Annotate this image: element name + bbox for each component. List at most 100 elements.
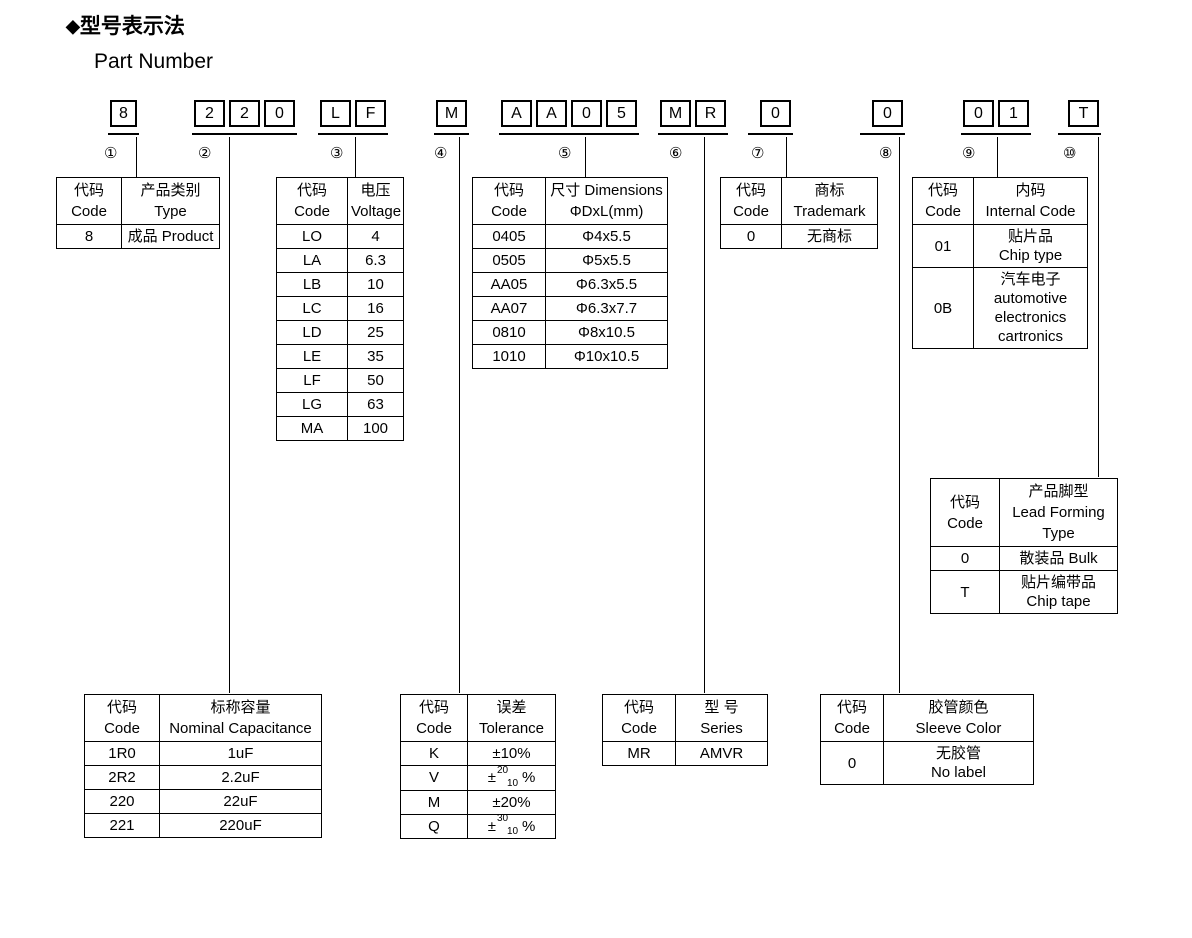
connector-line-10: [1098, 137, 1099, 477]
pn-char-5-3: 0: [571, 100, 602, 127]
header-value-cn: 标称容量: [210, 699, 271, 716]
table-row: 0 无商标: [720, 224, 878, 249]
cell-value: Φ4x5.5: [545, 224, 668, 249]
cell-code: LO: [276, 224, 348, 249]
table-row: 0 散装品 Bulk: [930, 546, 1118, 571]
group-underline-9: [961, 133, 1031, 135]
table-sleeve-color: 代码 Code 胶管颜色 Sleeve Color 0 无胶管 No label: [820, 694, 1034, 785]
cell-value: 汽车电子 automotive electronics cartronics: [973, 267, 1088, 349]
pn-char-5-2: A: [536, 100, 567, 127]
header-value-en: Tolerance: [478, 720, 545, 737]
header-value-cn: 胶管颜色: [928, 699, 989, 716]
header-code: 代码 Code: [720, 177, 782, 225]
cell-code: MA: [276, 416, 348, 441]
table-header-row: 代码 Code 商标 Trademark: [720, 177, 878, 225]
table-row: 0B 汽车电子 automotive electronics cartronic…: [912, 267, 1088, 349]
cell-value: ±20%: [467, 789, 556, 815]
table-row: K ±10%: [400, 741, 556, 766]
header-code-en: Code: [104, 720, 140, 737]
header-value-cn: 产品类别: [140, 182, 201, 199]
header-code: 代码 Code: [276, 177, 348, 225]
pn-char-8-1: 0: [872, 100, 903, 127]
header-value-en: Series: [700, 720, 743, 737]
cell-value: 50: [347, 368, 404, 393]
cell-code: LD: [276, 320, 348, 345]
cell-code: 2R2: [84, 765, 160, 790]
cell-code: 220: [84, 789, 160, 814]
cell-code: 0: [720, 224, 782, 249]
cell-value: 63: [347, 392, 404, 417]
pn-char-1-1: 8: [110, 100, 137, 127]
tolerance-sign: ±: [487, 769, 496, 786]
table-header-row: 代码 Code 尺寸 Dimensions ΦDxL(mm): [472, 177, 668, 225]
connector-line-3: [355, 137, 356, 177]
cell-value: 无胶管 No label: [883, 741, 1034, 785]
cell-code: 0810: [472, 320, 546, 345]
table-row: M ±20%: [400, 789, 556, 815]
cell-value-line-2: No label: [930, 764, 987, 781]
connector-line-1: [136, 137, 137, 177]
cell-value: Φ6.3x7.7: [545, 296, 668, 321]
header-code-en: Code: [491, 203, 527, 220]
cell-code: T: [930, 570, 1000, 614]
segment-marker-1: ①: [104, 145, 118, 162]
header-value-cn: 尺寸 Dimensions: [550, 182, 663, 199]
pn-char-4-1: M: [436, 100, 467, 127]
tolerance-unit: %: [521, 769, 536, 786]
cell-value-line-2: Chip type: [998, 247, 1063, 264]
header-value: 尺寸 Dimensions ΦDxL(mm): [545, 177, 668, 225]
cell-value-line-1: 汽车电子: [1000, 271, 1061, 288]
header-code-cn: 代码: [836, 699, 867, 716]
segment-marker-5: ⑤: [558, 145, 572, 162]
pn-char-5-4: 5: [606, 100, 637, 127]
group-underline-1: [108, 133, 139, 135]
segment-marker-2: ②: [198, 145, 212, 162]
header-value: 产品类别 Type: [121, 177, 220, 225]
segment-marker-6: ⑥: [669, 145, 683, 162]
header-code: 代码 Code: [56, 177, 122, 225]
page-title-en: Part Number: [94, 50, 214, 73]
header-value-en: Nominal Capacitance: [169, 720, 312, 737]
pn-char-9-2: 1: [998, 100, 1029, 127]
cell-code: 01: [912, 224, 974, 268]
table-row: 01 贴片品 Chip type: [912, 224, 1088, 268]
header-value: 内码 Internal Code: [973, 177, 1088, 225]
table-header-row: 代码 Code 内码 Internal Code: [912, 177, 1088, 225]
header-value-en: Lead Forming: [1012, 504, 1105, 521]
cell-code: K: [400, 741, 468, 766]
cell-code: AA05: [472, 272, 546, 297]
cell-code: 1R0: [84, 741, 160, 766]
table-type: 代码 Code 产品类别 Type 8 成品 Product: [56, 177, 220, 249]
group-underline-7: [748, 133, 793, 135]
cell-code: 0: [930, 546, 1000, 571]
header-value-en: Voltage: [351, 203, 402, 220]
group-underline-2: [192, 133, 297, 135]
cell-value: 22uF: [159, 789, 322, 814]
cell-value-line-4: cartronics: [997, 328, 1064, 345]
pn-char-7-1: 0: [760, 100, 791, 127]
pn-char-2-3: 0: [264, 100, 295, 127]
cell-value: 无商标: [781, 224, 878, 249]
header-code-en: Code: [294, 203, 330, 220]
header-value-en: Trademark: [793, 203, 866, 220]
connector-line-9: [997, 137, 998, 177]
header-code-cn: 代码: [73, 182, 104, 199]
cell-value: 贴片编带品 Chip tape: [999, 570, 1118, 614]
header-code: 代码 Code: [820, 694, 884, 742]
header-value-en: Type: [154, 203, 187, 220]
cell-value: 成品 Product: [121, 224, 220, 249]
cell-value: 10: [347, 272, 404, 297]
header-value: 胶管颜色 Sleeve Color: [883, 694, 1034, 742]
